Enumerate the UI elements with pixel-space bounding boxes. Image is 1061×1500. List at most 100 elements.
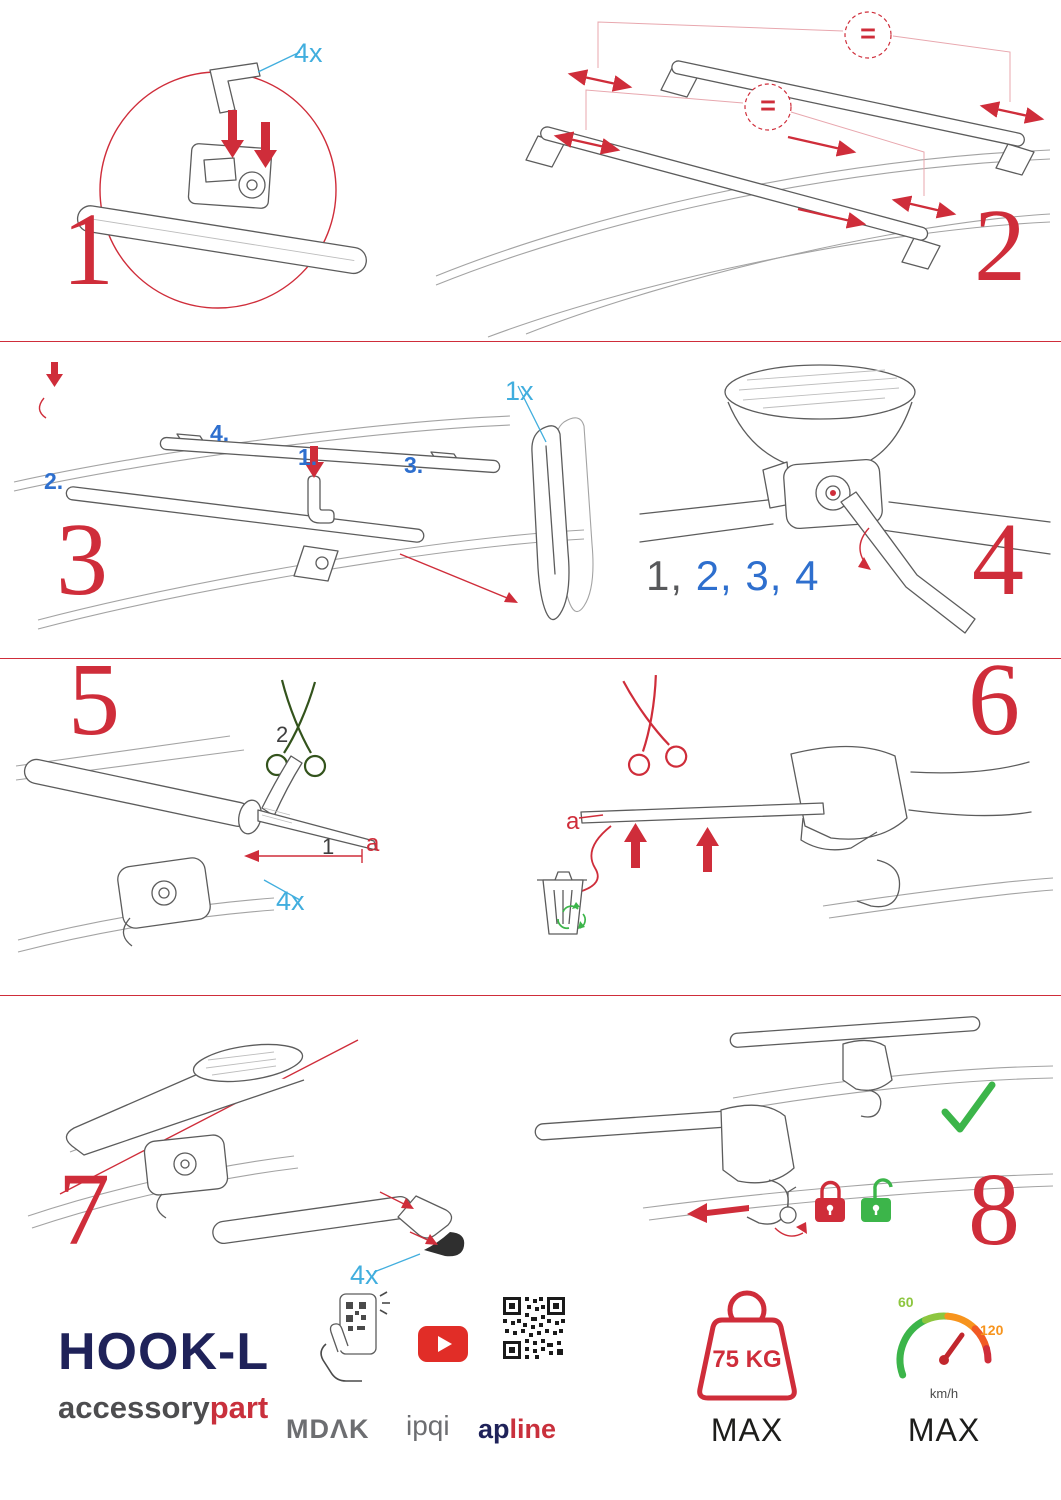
qr-code: [501, 1295, 567, 1361]
brand-name: accessorypart: [58, 1390, 268, 1426]
step-5-quantity-label: 4x: [276, 886, 305, 916]
quantity-leader-line: [373, 1253, 421, 1273]
mounted-bar-mini: [729, 1016, 981, 1118]
phone-scan-icon: [314, 1288, 392, 1382]
rotate-arrow: [774, 1227, 804, 1237]
rubber-strip: [580, 802, 825, 824]
scissors-icon: [265, 679, 327, 778]
logo-mdak: MDΛK: [286, 1414, 370, 1444]
rail-end-opening: [724, 364, 916, 467]
dimension-tick: [578, 814, 604, 819]
quantity-leader-line: [263, 879, 301, 901]
up-arrow-icon: [624, 823, 647, 868]
logo-ap-part: ap: [478, 1414, 510, 1444]
front-crossbar: [65, 486, 425, 582]
equal-symbol: =: [760, 90, 776, 121]
step-1-quantity-label: 4x: [294, 38, 323, 68]
weight-icon: [692, 1286, 802, 1410]
quantity-leader-line: [257, 51, 301, 73]
bar-with-endcap: [212, 1195, 453, 1245]
step-6-illustration: [537, 675, 1054, 935]
step-1-panel: [18, 8, 418, 338]
rotate-hint-arrow: [38, 397, 47, 419]
step-5-panel: [12, 666, 502, 992]
scissors-icon: [622, 675, 688, 776]
step-3-quantity-label: 1x: [505, 376, 534, 406]
speed-unit-label: km/h: [929, 1386, 959, 1401]
bracket-piece: [209, 62, 261, 114]
weight-max-label: MAX: [710, 1412, 784, 1448]
speed-max-label: MAX: [907, 1412, 981, 1448]
logo-line-part: line: [509, 1414, 557, 1444]
step-4-panel: [635, 350, 1055, 656]
step-6-number: 6: [968, 642, 1020, 757]
logo-apline: apline: [478, 1414, 556, 1445]
cut-part-label: 2: [276, 722, 289, 747]
rear-crossbar: [159, 433, 501, 474]
allen-key-icon: [840, 491, 976, 634]
step-7-number: 7: [58, 1152, 110, 1267]
step-7-panel: [12, 1002, 517, 1332]
sight-line: [59, 1039, 359, 1195]
mounting-feet: [525, 65, 1035, 270]
speed-low-label: 60: [898, 1294, 914, 1310]
dimension-a-label: a: [366, 830, 380, 857]
step-3-illustration: [13, 362, 594, 630]
step-2-number: 2: [974, 188, 1026, 303]
down-arrow-icon: [254, 122, 277, 168]
step-4-number: 4: [972, 502, 1024, 617]
cut-waste-curl: [578, 825, 612, 893]
step-7-illustration: [27, 1039, 465, 1273]
product-name: HOOK-L: [58, 1323, 270, 1381]
weight-value: 75 KG: [712, 1346, 782, 1373]
crossbar-end: [23, 758, 262, 835]
strip-excess: [261, 755, 303, 817]
sequence-rest: 2, 3, 4: [683, 552, 820, 599]
crossbar-lines: [639, 498, 1051, 555]
dimension-a-label: a: [566, 808, 580, 835]
section-divider: [0, 658, 1061, 659]
substep-4-label: 4.: [210, 420, 230, 446]
padlock-locked-icon: [815, 1180, 845, 1222]
section-divider: [0, 341, 1061, 342]
substep-1-label: 1.: [298, 444, 318, 470]
step-7-quantity-label: 4x: [350, 1260, 379, 1290]
allen-key-icon: [307, 475, 335, 524]
brand-accessory: accessory: [58, 1390, 210, 1425]
substep-2-label: 2.: [44, 468, 64, 494]
padlock-unlocked-icon: [861, 1178, 893, 1222]
step-5-number: 5: [68, 642, 120, 757]
step-3-number: 3: [56, 502, 108, 617]
equal-circle: [744, 83, 792, 131]
clamp-body: [117, 857, 211, 947]
strip-part-label: 1: [322, 834, 335, 859]
section-divider: [0, 995, 1061, 996]
speedometer-icon: [882, 1288, 1006, 1406]
youtube-icon: [418, 1326, 468, 1362]
trash-bin-icon: [537, 871, 587, 935]
equal-symbol: =: [860, 18, 876, 49]
step-8-illustration: [534, 1016, 1054, 1237]
down-arrow-icon: [304, 446, 324, 478]
left-arrow-icon: [687, 1203, 749, 1223]
step-3-panel: [10, 350, 620, 656]
rail-lines: [822, 877, 1054, 919]
rubber-strip: [531, 425, 570, 621]
down-arrow-icon: [46, 362, 63, 387]
rubber-strip: [257, 809, 377, 851]
tighten-sequence-label: 1, 2, 3, 4: [646, 552, 819, 600]
end-cap: [424, 1232, 465, 1257]
quantity-leader-line: [517, 385, 547, 443]
logo-ipqi: ipqi: [406, 1410, 450, 1441]
crossbar: [76, 205, 367, 275]
equal-circle: [844, 11, 892, 59]
crossbars: [540, 60, 1025, 241]
clamp-with-key: [534, 1104, 797, 1225]
clamp-body: [187, 143, 273, 209]
insert-arrow: [399, 553, 513, 601]
leader-lines: [585, 21, 1011, 196]
clamp-body: [143, 1134, 229, 1219]
down-arrow-icon: [221, 110, 244, 158]
sequence-first: 1,: [646, 552, 684, 599]
